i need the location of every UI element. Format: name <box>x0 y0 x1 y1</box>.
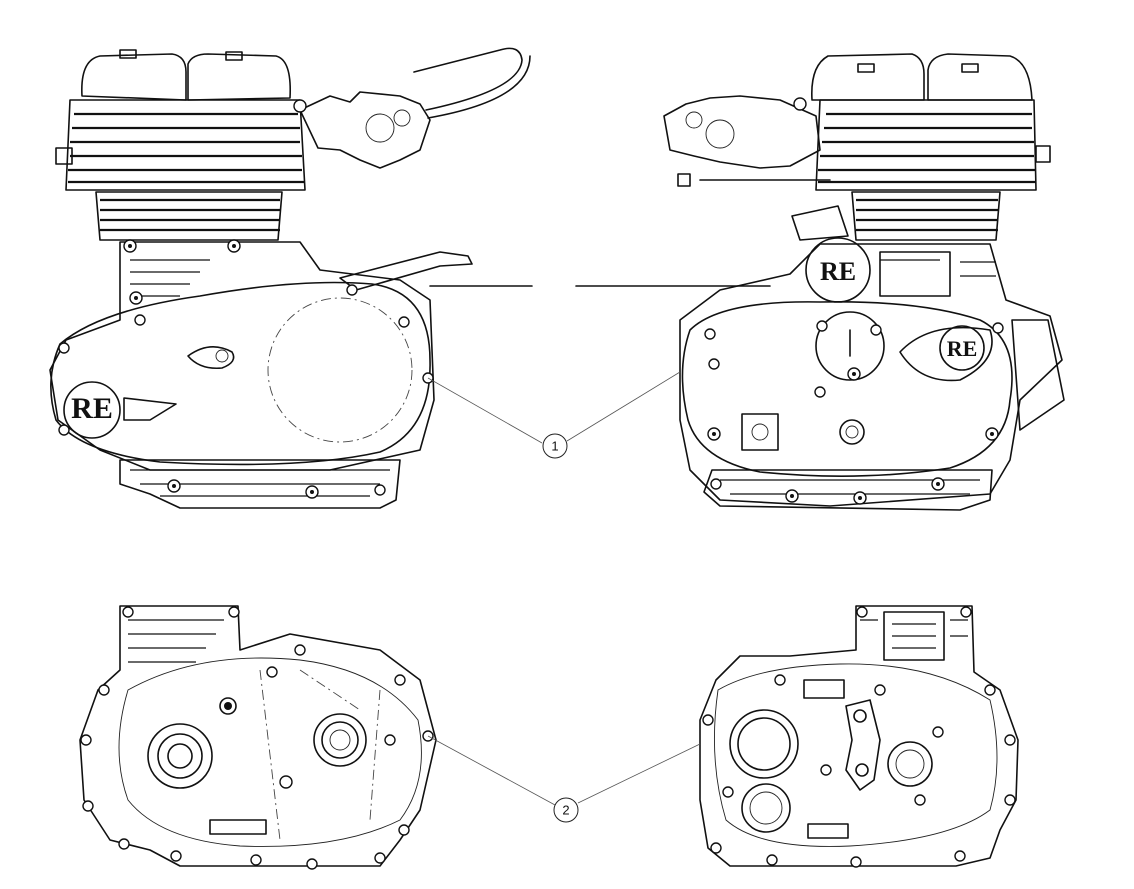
re-logo-left: RE <box>71 392 113 425</box>
bolts-right-crankcase <box>702 606 1016 868</box>
re-logo-right-lower: RE <box>947 336 978 361</box>
re-logo-right-upper: RE <box>820 257 856 286</box>
leader-line-2b <box>577 743 701 804</box>
engine-right-view: RE RE <box>293 53 1065 511</box>
bolts-left-engine <box>58 239 434 499</box>
crankcase-left-view <box>79 605 437 870</box>
bolts-right-engine <box>293 97 1004 505</box>
callout-2-label: 2 <box>562 803 569 818</box>
callout-1-circle <box>542 433 568 459</box>
callout-2-circle <box>553 797 579 823</box>
bolts-left-crankcase <box>80 606 434 870</box>
leader-line-1b <box>566 371 681 442</box>
leader-line-2a <box>427 735 556 806</box>
cylinder-head-fins-right <box>818 112 1036 184</box>
cylinder-head-fins-left <box>68 112 304 184</box>
callout-1-group: 1 <box>427 371 681 459</box>
engine-left-view: RE <box>49 47 533 509</box>
leader-line-1a <box>427 377 543 444</box>
crankcase-right-view <box>699 605 1019 868</box>
callout-1-label: 1 <box>551 439 558 454</box>
callout-2-group: 2 <box>427 735 701 823</box>
